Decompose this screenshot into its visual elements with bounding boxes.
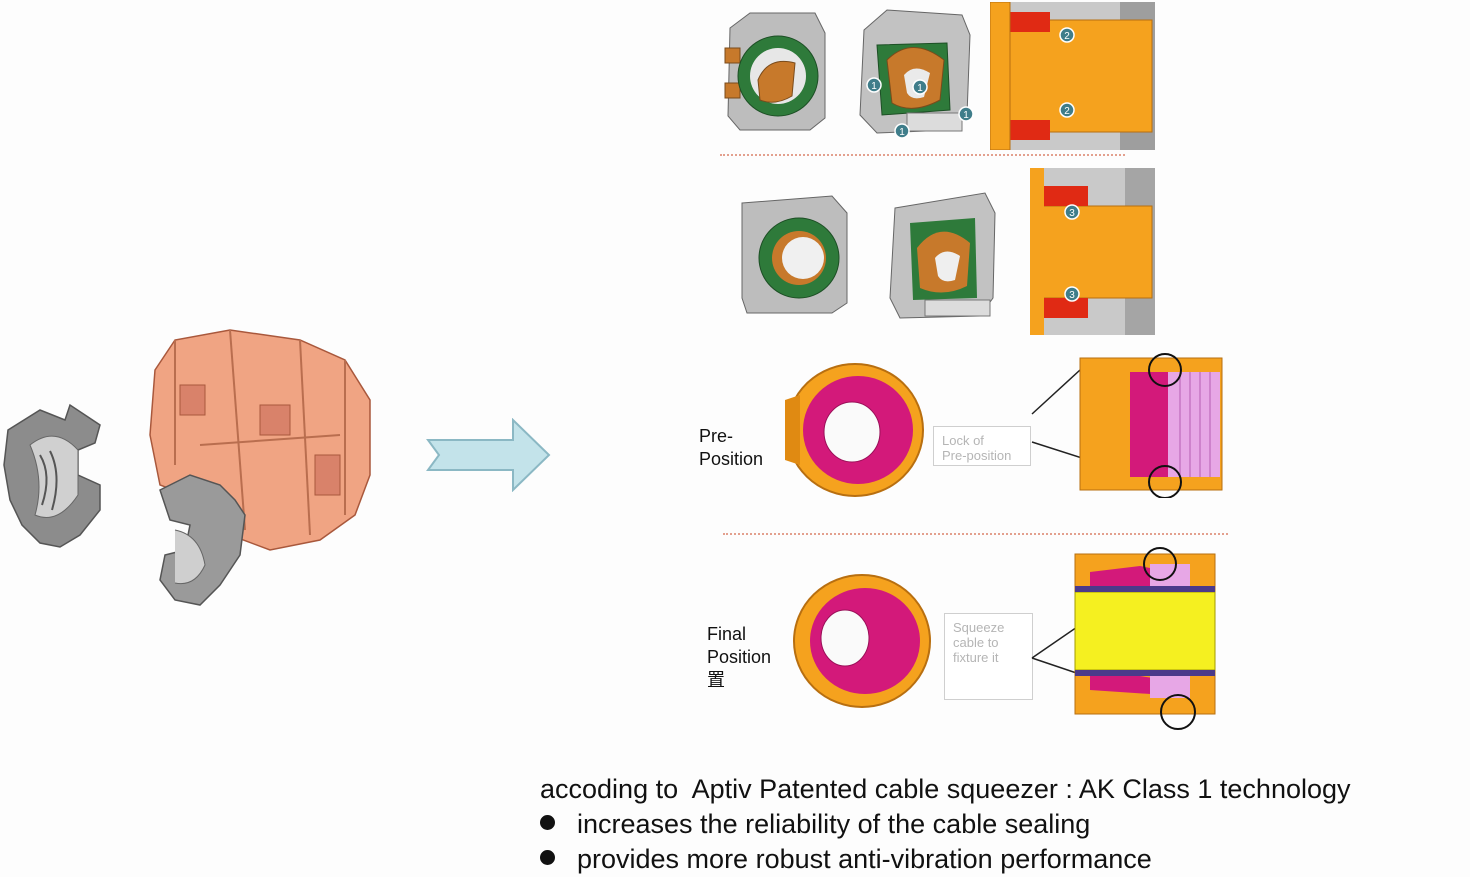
step2-cross-section: 3 3 — [1030, 168, 1155, 335]
summary-bullet: provides more robust anti-vibration perf… — [540, 842, 1465, 877]
numbered-circle-icon — [894, 123, 910, 139]
summary-block: accoding to Aptiv Patented cable squeeze… — [540, 772, 1465, 877]
badge-label: 1 — [917, 83, 923, 94]
summary-bullet-text: increases the reliability of the cable s… — [577, 809, 1091, 839]
row-separator — [720, 154, 1125, 156]
badge-label: 1 — [871, 81, 877, 92]
grey-retainer-left — [3, 403, 101, 548]
badge-label: 3 — [1069, 208, 1075, 219]
badge-label: 2 — [1064, 106, 1070, 117]
exploded-view — [0, 325, 380, 615]
summary-bullet: increases the reliability of the cable s… — [540, 807, 1465, 842]
step1-cross-section: 2 2 — [990, 2, 1155, 150]
step1-retainer-open: 1 1 1 1 — [852, 5, 977, 140]
numbered-circle-icon — [866, 77, 882, 93]
badge-label: 1 — [899, 127, 905, 138]
bullet-icon — [540, 815, 555, 831]
step1-retainer-green — [720, 8, 835, 133]
pre-position-section — [1030, 350, 1225, 498]
numbered-circle-icon — [1064, 204, 1080, 220]
step2-retainer-green — [737, 188, 857, 316]
bullet-icon — [540, 850, 555, 866]
numbered-circle-icon — [958, 106, 974, 122]
final-position-caption: Final Position 置 — [707, 624, 772, 690]
badge-label: 2 — [1064, 31, 1070, 42]
numbered-circle-icon — [1059, 102, 1075, 118]
row-separator — [723, 533, 1228, 535]
grey-retainer-right — [159, 474, 246, 606]
pre-position-ring — [780, 360, 925, 500]
summary-heading: accoding to Aptiv Patented cable squeeze… — [540, 774, 1351, 804]
badge-label: 3 — [1069, 290, 1075, 301]
numbered-circle-icon — [912, 79, 928, 95]
final-position-ring — [790, 573, 932, 711]
final-position-note: Squeeze cable to fixture it — [944, 613, 1033, 700]
final-position-section — [1030, 540, 1220, 735]
pre-position-caption: Pre- Position — [699, 426, 764, 469]
numbered-circle-icon — [1059, 27, 1075, 43]
right-arrow-icon — [425, 418, 553, 492]
step2-retainer-open — [885, 188, 1000, 323]
numbered-circle-icon — [1064, 286, 1080, 302]
pre-position-note: Lock of Pre-position — [933, 426, 1031, 466]
badge-label: 1 — [963, 110, 969, 121]
summary-bullet-text: provides more robust anti-vibration perf… — [577, 844, 1152, 874]
